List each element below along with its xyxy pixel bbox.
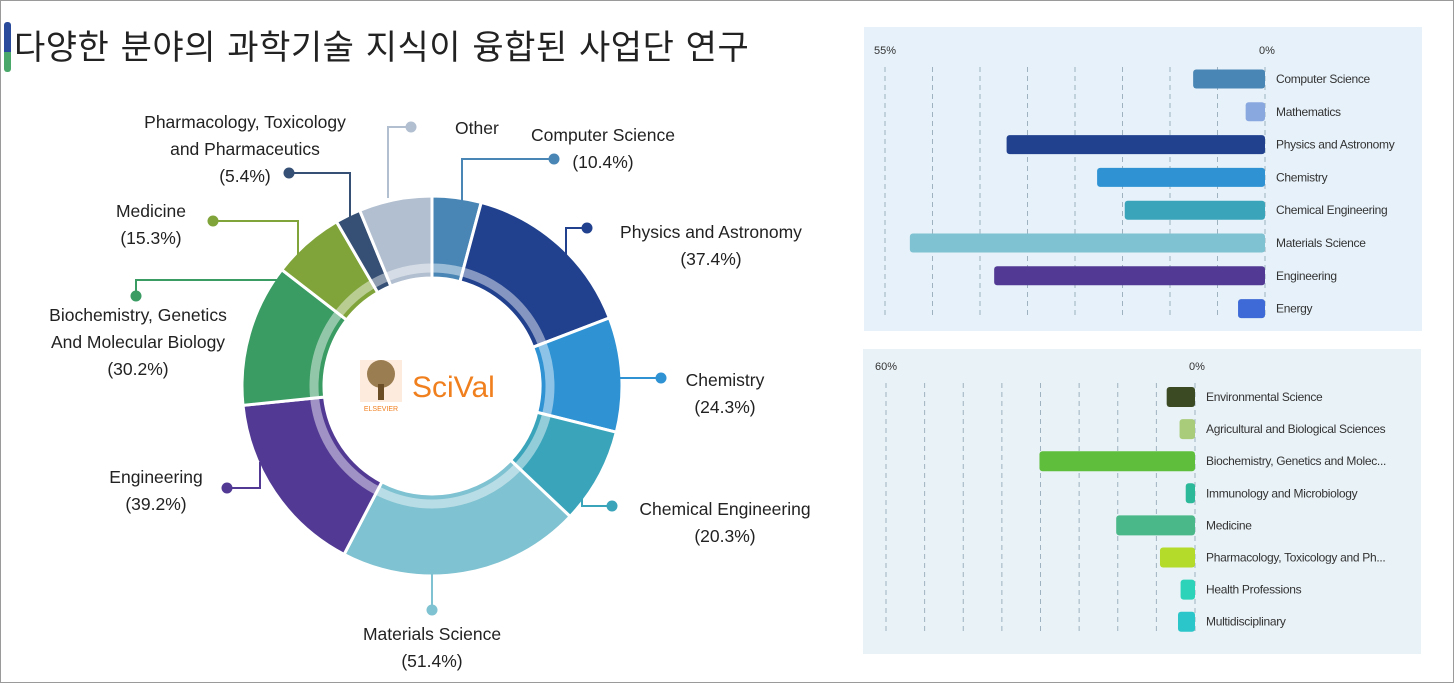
bar-pharmacology-toxicology-and-ph	[1159, 547, 1195, 568]
bar-label-multidisciplinary: Multidisciplinary	[1206, 615, 1286, 629]
bar-chemistry	[1097, 167, 1265, 187]
donut-label-materials-science: Materials Science	[363, 624, 501, 644]
bar-energy	[1238, 299, 1265, 319]
donut-label-other: Other	[455, 118, 499, 138]
leader-dot-chemical-engineering	[606, 500, 618, 512]
bar-label-mathematics: Mathematics	[1276, 105, 1341, 119]
donut-pct-medicine: (15.3%)	[120, 228, 181, 248]
bar-label-biochemistry-genetics-and-molec: Biochemistry, Genetics and Molec...	[1206, 454, 1386, 468]
leader-line-biochemistry-genetics-and-molecular-biology	[135, 279, 287, 304]
bar-label-engineering: Engineering	[1276, 269, 1337, 283]
bar-environmental-science	[1166, 387, 1195, 407]
leader-dot-biochemistry-genetics-and-molecular-biology	[130, 290, 142, 302]
bar-materials-science	[909, 233, 1265, 253]
scival-wordmark: SciVal	[412, 371, 495, 404]
donut-label-pharmacology-toxicology-and-pharmaceutics-line-1: Pharmacology, Toxicology	[144, 112, 346, 132]
tree-crown	[367, 360, 395, 388]
donut-pct-chemistry: (24.3%)	[694, 397, 755, 417]
leader-dot-computer-science	[548, 153, 560, 165]
bar-chart-1: 55% 0% Computer ScienceMathematicsPhysics …	[874, 45, 1395, 319]
title-accent-bar	[4, 22, 11, 72]
bar-immunology-and-microbiology	[1185, 483, 1195, 504]
bar-engineering	[994, 266, 1265, 286]
x-tick-zero: 0%	[1189, 361, 1205, 373]
leader-line-chemical-engineering	[581, 486, 612, 507]
donut-pct-physics-and-astronomy: (37.4%)	[680, 249, 741, 269]
x-tick-max: 60%	[875, 361, 897, 373]
leader-dot-pharmacology-toxicology-and-pharmaceutics	[283, 167, 295, 179]
bar-label-health-professions: Health Professions	[1206, 583, 1302, 597]
bar-medicine	[1116, 515, 1195, 536]
leader-dot-other	[405, 121, 417, 133]
x-tick-zero: 0%	[1259, 45, 1275, 57]
donut-label-computer-science: Computer Science	[531, 125, 675, 145]
leader-line-physics-and-astronomy	[565, 227, 587, 256]
donut-pct-materials-science: (51.4%)	[401, 651, 462, 671]
leader-dot-medicine	[207, 215, 219, 227]
x-tick-max: 55%	[874, 45, 896, 57]
leader-dot-physics-and-astronomy	[581, 222, 593, 234]
donut-label-biochemistry-genetics-and-molecular-biology-line-1: Biochemistry, Genetics	[49, 305, 227, 325]
bar-chemical-engineering	[1124, 200, 1265, 220]
bar-physics-and-astronomy	[1006, 135, 1265, 155]
donut-pct-engineering: (39.2%)	[125, 494, 186, 514]
donut-center	[324, 278, 540, 494]
bar-biochemistry-genetics-and-molec	[1039, 451, 1195, 472]
donut-pct-chemical-engineering: (20.3%)	[694, 526, 755, 546]
donut-label-engineering: Engineering	[109, 467, 202, 487]
bar-label-materials-science: Materials Science	[1276, 236, 1366, 250]
donut-label-physics-and-astronomy: Physics and Astronomy	[620, 222, 802, 242]
bar-label-agricultural-and-biological-sciences: Agricultural and Biological Sciences	[1206, 422, 1386, 436]
bar-agricultural-and-biological-sciences	[1179, 419, 1195, 440]
bar-label-medicine: Medicine	[1206, 518, 1252, 532]
leader-line-pharmacology-toxicology-and-pharmaceutics	[289, 172, 351, 226]
leader-line-engineering	[227, 462, 261, 489]
leader-line-other	[387, 126, 411, 198]
tree-trunk	[378, 384, 384, 400]
bar-mathematics	[1245, 102, 1265, 122]
donut-inner-ring	[309, 263, 555, 509]
bar-label-pharmacology-toxicology-and-ph: Pharmacology, Toxicology and Ph...	[1206, 551, 1385, 565]
page-title: 다양한 분야의 과학기술 지식이 융합된 사업단 연구	[14, 28, 750, 68]
bar-label-environmental-science: Environmental Science	[1206, 390, 1323, 404]
donut-label-chemistry: Chemistry	[686, 370, 765, 390]
donut-label-biochemistry-genetics-and-molecular-biology-line-2: And Molecular Biology	[51, 332, 225, 352]
elsevier-logo: ELSEVIER	[360, 360, 402, 413]
leader-dot-chemistry	[655, 372, 667, 384]
bar-label-immunology-and-microbiology: Immunology and Microbiology	[1206, 486, 1358, 500]
donut-label-medicine: Medicine	[116, 201, 186, 221]
leader-line-medicine	[213, 220, 299, 262]
leader-dot-engineering	[221, 482, 233, 494]
donut-pct-computer-science: (10.4%)	[572, 152, 633, 172]
donut-segment-other	[357, 194, 434, 289]
bar-computer-science	[1193, 69, 1265, 89]
donut-label-pharmacology-toxicology-and-pharmaceutics-line-2: and Pharmaceutics	[170, 139, 320, 159]
bar-label-chemical-engineering: Chemical Engineering	[1276, 203, 1387, 217]
leader-line-computer-science	[461, 158, 554, 214]
bar-label-energy: Energy	[1276, 302, 1313, 316]
bar-multidisciplinary	[1178, 611, 1195, 632]
bar-label-chemistry: Chemistry	[1276, 170, 1328, 184]
donut-pct-biochemistry-genetics-and-molecular-biology: (30.2%)	[107, 359, 168, 379]
bar-label-physics-and-astronomy: Physics and Astronomy	[1276, 138, 1395, 152]
bar-health-professions	[1180, 579, 1195, 600]
bar-label-computer-science: Computer Science	[1276, 72, 1371, 86]
donut-pct-pharmacology-toxicology-and-pharmaceutics: (5.4%)	[219, 166, 271, 186]
leader-dot-materials-science	[426, 604, 438, 616]
elsevier-wordmark: ELSEVIER	[364, 406, 398, 413]
donut-chart: Computer Science (10.4%) Physics and Astro…	[49, 112, 810, 671]
donut-labels: Computer Science (10.4%) Physics and Astro…	[49, 112, 810, 671]
donut-label-chemical-engineering: Chemical Engineering	[639, 499, 810, 519]
